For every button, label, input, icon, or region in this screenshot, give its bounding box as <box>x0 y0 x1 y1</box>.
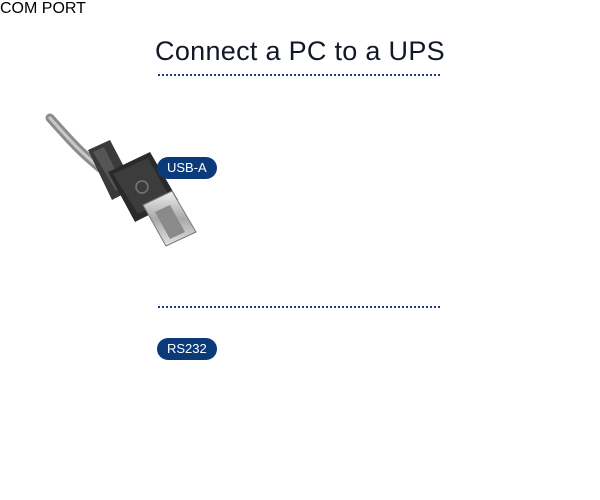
title-divider <box>158 74 440 76</box>
com-port-label: COM PORT <box>0 0 86 17</box>
section-divider <box>158 306 440 308</box>
rs232-label: RS232 <box>157 338 217 360</box>
usb-a-label: USB-A <box>157 157 217 179</box>
page-title: Connect a PC to a UPS <box>155 36 445 66</box>
usb-cable <box>45 113 197 247</box>
callout-line: COM PORT USB-A RS232 const data = JSON.p… <box>0 0 217 360</box>
com-port-closeup: COM PORT <box>0 0 86 17</box>
